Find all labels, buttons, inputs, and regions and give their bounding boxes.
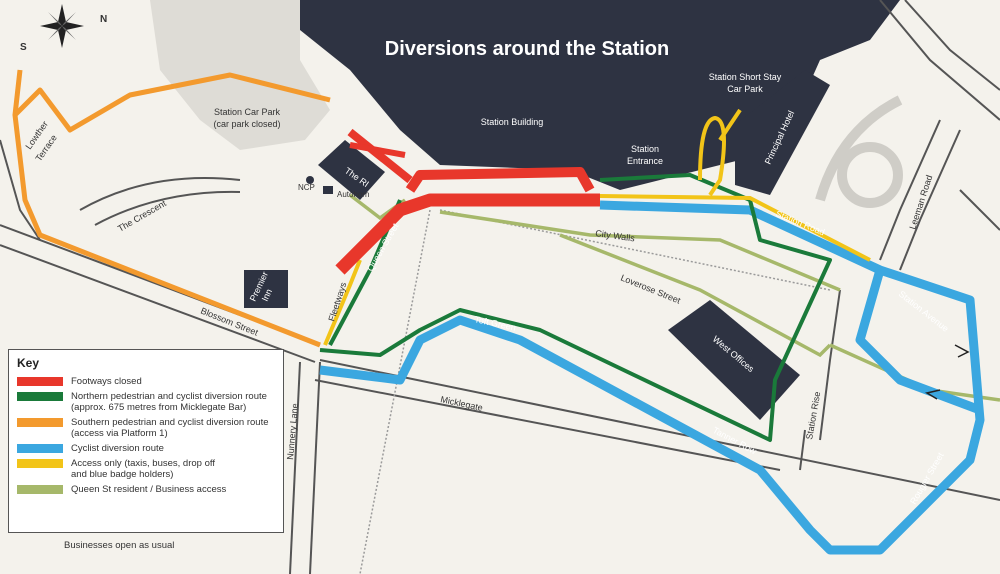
the-ri-building (318, 140, 385, 200)
key-swatch (17, 418, 63, 427)
the-crescent-label: The Crescent (116, 198, 168, 234)
premier-inn-label-2: Inn (260, 287, 274, 303)
station-entrance-label-2: Entrance (627, 156, 663, 166)
key-item-access-only: Access only (taxis, buses, drop off and … (17, 458, 275, 480)
footways-closed-upper (405, 167, 595, 193)
access-only-short-stay-spur (718, 108, 742, 142)
key-swatch (17, 444, 63, 453)
compass-rose-icon (40, 4, 84, 48)
principal-hotel-building (735, 70, 830, 195)
footways-closed-spur-2 (349, 142, 406, 158)
key-item-footways-closed: Footways closed (17, 376, 275, 387)
arrow-icon (925, 389, 941, 400)
footways-closed-main (335, 193, 600, 275)
access-only-short-stay-loop (698, 115, 726, 197)
arrow-icon (954, 344, 970, 358)
roundabout-area (815, 95, 903, 208)
key-label: Queen St resident / Business access (71, 484, 227, 495)
southern-route (12, 72, 331, 348)
map-title: Diversions around the Station (385, 38, 669, 60)
station-car-park-label: Station Car Park (214, 107, 281, 117)
short-stay-label-2: Car Park (727, 84, 763, 94)
west-offices-building (668, 300, 800, 420)
cyclist-route-loop (855, 268, 982, 415)
key-label: Footways closed (71, 376, 142, 387)
key-swatch (17, 392, 63, 401)
station-entrance-label-1: Station (631, 144, 659, 154)
map-key: Key Footways closed Northern pedestrian … (8, 349, 284, 533)
key-label: Cyclist diversion route (71, 443, 164, 454)
station-building-label: Station Building (481, 117, 544, 127)
northern-route (319, 173, 832, 442)
key-label: Southern pedestrian and cyclist diversio… (71, 417, 269, 439)
footnote: Businesses open as usual (64, 540, 175, 551)
city-walls-label: City Walls (595, 228, 636, 243)
key-swatch (17, 377, 63, 386)
key-item-cyclist-route: Cyclist diversion route (17, 443, 275, 454)
ncp-label: NCP (298, 183, 315, 192)
key-item-resident-access: Queen St resident / Business access (17, 484, 275, 495)
nunnery-lane-label: Nunnery Lane (285, 403, 300, 460)
compass-north-label: N (100, 14, 107, 25)
key-swatch (17, 485, 63, 494)
autohorn-marker (323, 186, 333, 194)
station-rise-label: Station Rise (804, 391, 822, 441)
railway (359, 209, 831, 574)
key-label: Access only (taxis, buses, drop off and … (71, 458, 215, 480)
autohorn-label: Autohorn (337, 190, 369, 199)
car-park-closed-label: (car park closed) (213, 119, 280, 129)
southern-route-spur (12, 69, 23, 116)
key-label: Northern pedestrian and cyclist diversio… (71, 391, 267, 413)
short-stay-label-1: Station Short Stay (709, 72, 782, 82)
micklegate-label: Micklegate (440, 394, 484, 413)
key-title: Key (17, 356, 40, 370)
access-only-fleetways (323, 259, 362, 346)
key-item-northern-route: Northern pedestrian and cyclist diversio… (17, 391, 275, 413)
key-item-southern-route: Southern pedestrian and cyclist diversio… (17, 417, 275, 439)
compass-south-label: S (20, 42, 27, 53)
access-only-station-road (599, 194, 871, 262)
ncp-marker (306, 176, 314, 184)
key-swatch (17, 459, 63, 468)
premier-inn-building (244, 270, 288, 308)
cyclist-route (319, 200, 985, 555)
footways-closed-spur-1 (347, 128, 413, 184)
